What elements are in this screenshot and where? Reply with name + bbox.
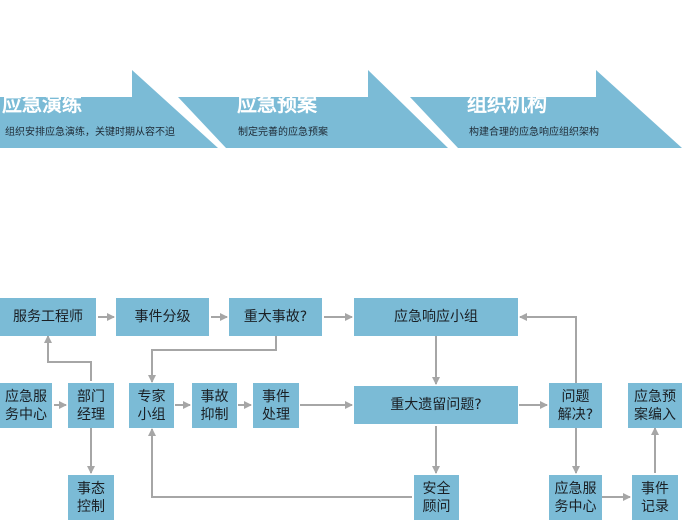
banner-arrow-shape bbox=[178, 70, 448, 148]
node-service-engineer: 服务工程师 bbox=[0, 298, 96, 336]
arrow-advisor-to-expert bbox=[148, 428, 412, 498]
banner-arrow-shape bbox=[410, 70, 682, 148]
node-event-handling: 事件 处理 bbox=[253, 383, 299, 428]
node-major-remaining-issue: 重大遗留问题? bbox=[354, 386, 518, 424]
banner-subtitle: 组织安排应急演练，关键时期从容不迫 bbox=[5, 127, 175, 138]
node-problem-solved: 问题 解决? bbox=[549, 383, 602, 428]
arrow-solved-to-response bbox=[519, 313, 577, 383]
node-event-grading: 事件分级 bbox=[116, 298, 209, 336]
banner-emergency-drill: 应急演练 组织安排应急演练，关键时期从容不迫 bbox=[0, 70, 218, 148]
node-plan-compilation: 应急预 案编入 bbox=[628, 383, 682, 428]
node-incident-suppression: 事故 抑制 bbox=[192, 383, 237, 428]
node-situation-control: 事态 控制 bbox=[68, 475, 114, 520]
node-department-manager: 部门 经理 bbox=[68, 383, 114, 428]
banner-emergency-plan: 应急预案 制定完善的应急预案 bbox=[178, 70, 448, 148]
node-emergency-center-2: 应急服 务中心 bbox=[549, 475, 602, 520]
banner-title: 应急演练 bbox=[2, 92, 82, 116]
node-response-team: 应急响应小组 bbox=[354, 298, 518, 336]
node-major-incident: 重大事故? bbox=[229, 298, 322, 336]
banner-organization: 组织机构 构建合理的应急响应组织架构 bbox=[410, 70, 682, 148]
arrow-major-to-expert bbox=[148, 334, 277, 383]
banner-subtitle: 构建合理的应急响应组织架构 bbox=[469, 127, 599, 138]
arrow-manager-to-engineer bbox=[44, 335, 92, 381]
node-security-advisor: 安全 顾问 bbox=[414, 475, 459, 520]
banner-subtitle: 制定完善的应急预案 bbox=[238, 127, 328, 138]
node-expert-group: 专家 小组 bbox=[129, 383, 174, 428]
banner-title: 应急预案 bbox=[237, 92, 317, 116]
node-event-record: 事件 记录 bbox=[632, 475, 678, 520]
node-emergency-center: 应急服 务中心 bbox=[0, 383, 52, 428]
banner-title: 组织机构 bbox=[467, 92, 547, 116]
banner-arrow-shape bbox=[0, 70, 218, 148]
